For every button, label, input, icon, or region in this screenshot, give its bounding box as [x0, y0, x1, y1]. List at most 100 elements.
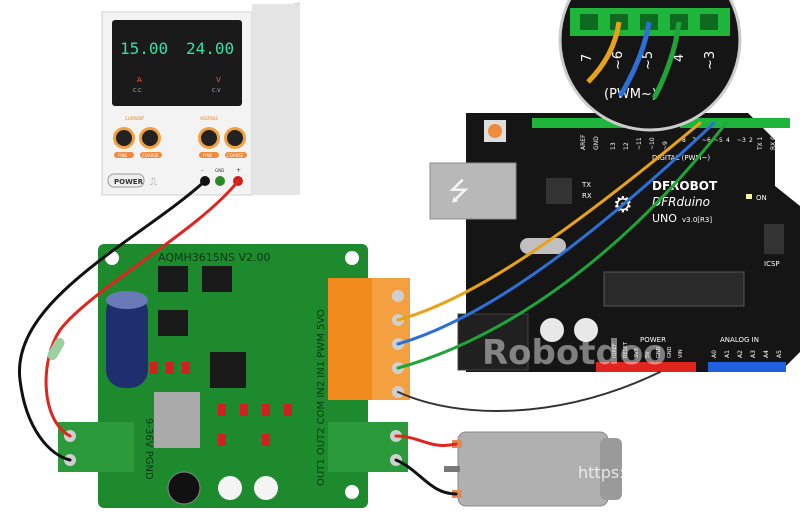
arduino-board: ⭍ AREF GND 13 12 ~11 ~10 ~9 8 7 ~6 ~5 4 — [429, 113, 800, 372]
driver-chip — [158, 266, 188, 292]
inset-pin-label: 7 — [580, 54, 595, 62]
voltage-regulator — [154, 392, 200, 448]
icsp-header — [764, 224, 784, 254]
digital-section-label: DIGITAL (PWM~) — [652, 154, 710, 162]
reset-button[interactable] — [488, 124, 502, 138]
power-pin-labels: IOREF RESET 3V3 5V GND GND VIN — [612, 341, 684, 358]
digital-pin-label: ~10 — [649, 137, 656, 150]
voltage-fine-label: FINE — [203, 153, 212, 158]
digital-pin-label: TX 1 — [757, 136, 764, 151]
wire-red-psu-positive — [44, 179, 240, 438]
voltage-readout: 24.00 — [186, 39, 234, 58]
wire-black-motor — [394, 458, 458, 496]
volt-indicator-icon: V — [216, 76, 221, 84]
signal-terminal-block — [328, 278, 372, 400]
digital-pin-label: 12 — [623, 142, 630, 150]
driver-chip — [210, 352, 246, 388]
brand-label: DFROBOT — [652, 179, 718, 193]
digital-header-right — [680, 118, 790, 128]
driver-model-label: AQMH3615NS V2.00 — [158, 251, 270, 264]
terminal-gnd-label: GND — [215, 168, 224, 173]
voltage-coarse-label: COARSE — [227, 153, 244, 158]
digital-pin-label: 2 — [749, 137, 753, 144]
wire-black-gnd — [397, 371, 661, 412]
zoom-inset: 7 ~6 ~5 4 ~3 (PWM~) — [558, 0, 742, 132]
usb-chip — [546, 178, 572, 204]
atmega-chip — [603, 271, 745, 307]
current-coarse-label: COARSE — [142, 153, 159, 158]
watermark-url: https://robotdoo.com/ — [578, 463, 752, 482]
power-button[interactable] — [107, 173, 145, 188]
analog-pin-label: A4 — [763, 350, 770, 358]
motor-driver-board: AQMH3615NS V2.00 9-36V PGND — [58, 244, 410, 508]
gnd-pin-label: GND — [593, 136, 600, 150]
digital-pin-label: 13 — [610, 142, 617, 150]
analog-pin-label: A5 — [776, 350, 783, 358]
inductor — [167, 471, 201, 505]
driver-signal-pins-label: OUT1 OUT2 COM IN2 IN1 PWM 5VO — [316, 309, 327, 486]
power-supply-display — [112, 20, 242, 106]
wire-black-psu-ground — [18, 179, 207, 462]
current-knob-label: CURRENT — [125, 116, 145, 121]
usb-port[interactable] — [429, 162, 517, 220]
amp-indicator-icon: A — [137, 76, 142, 84]
inset-frame — [558, 0, 742, 132]
inset-pin-label: 4 — [672, 54, 687, 62]
motor-shaft — [444, 466, 460, 472]
power-pin-label: GND — [667, 346, 673, 358]
current-fine-label: FINE — [118, 153, 127, 158]
arduino-pcb — [466, 113, 800, 372]
power-header — [596, 362, 696, 372]
digital-pin-label: ~3 — [737, 137, 746, 144]
aref-pin-label: AREF — [580, 134, 587, 150]
digital-pin-label: RX 0 — [770, 136, 777, 150]
bench-power-supply: 15.00 24.00 A C.C V C.V CURRENT VOLTAGE … — [101, 2, 300, 196]
digital-pin-labels: AREF GND 13 12 ~11 ~10 ~9 8 7 ~6 ~5 4 ~3… — [580, 134, 777, 151]
digital-pin-label: ~6 — [702, 137, 711, 144]
version-label: UNO — [652, 212, 677, 225]
voltage-knob-label: VOLTAGE — [200, 116, 218, 121]
driver-power-pins-label: 9-36V PGND — [143, 418, 154, 480]
electrolytic-capacitor — [106, 294, 148, 388]
wires — [18, 121, 728, 496]
terminal-minus-label: – — [201, 168, 204, 174]
terminal-plus-label: + — [236, 167, 241, 174]
power-pin-label: 5V — [645, 351, 651, 358]
digital-pin-label: ~5 — [714, 137, 723, 144]
power-pin-label: GND — [656, 346, 662, 358]
cv-label: C.V — [212, 88, 221, 94]
driver-chip — [158, 310, 188, 336]
power-pin-label: RESET — [623, 341, 629, 358]
inset-pwm-label: (PWM~) — [604, 87, 657, 102]
dc-motor — [444, 431, 622, 507]
watermark-brand: Robotdoo — [482, 333, 667, 373]
digital-pin-label: ~11 — [636, 137, 643, 150]
revision-label: v3.0[R3] — [682, 216, 712, 224]
digital-pin-label: 8 — [682, 137, 686, 144]
driver-chip — [202, 266, 232, 292]
capacitor — [574, 318, 598, 342]
analog-header — [708, 362, 786, 372]
terminal-ground[interactable] — [215, 176, 225, 186]
wire-orange-pwm — [396, 121, 702, 322]
inset-pin-label: ~5 — [641, 51, 656, 70]
power-switch-icon: ⎍ — [150, 177, 157, 188]
power-pin-label: VIN — [678, 349, 684, 358]
power-pin-label: IOREF — [612, 343, 618, 358]
inset-pin-label: ~6 — [611, 51, 626, 70]
digital-pin-label: 4 — [726, 137, 730, 144]
capacitor — [254, 476, 278, 500]
analog-pin-labels: A0 A1 A2 A3 A4 A5 — [711, 350, 783, 358]
icsp-label: ICSP — [764, 260, 780, 268]
rx-led-label: RX — [582, 192, 592, 200]
tx-led-label: TX — [581, 181, 591, 189]
signal-terminal-screw[interactable] — [392, 290, 404, 302]
power-supply-side — [252, 4, 300, 195]
capacitor — [540, 318, 564, 342]
wire-red-motor — [394, 434, 458, 447]
power-button-label: POWER — [114, 178, 144, 186]
analog-pin-label: A0 — [711, 350, 718, 358]
cc-label: C.C — [133, 88, 142, 94]
motor-terminal-block — [328, 422, 368, 472]
